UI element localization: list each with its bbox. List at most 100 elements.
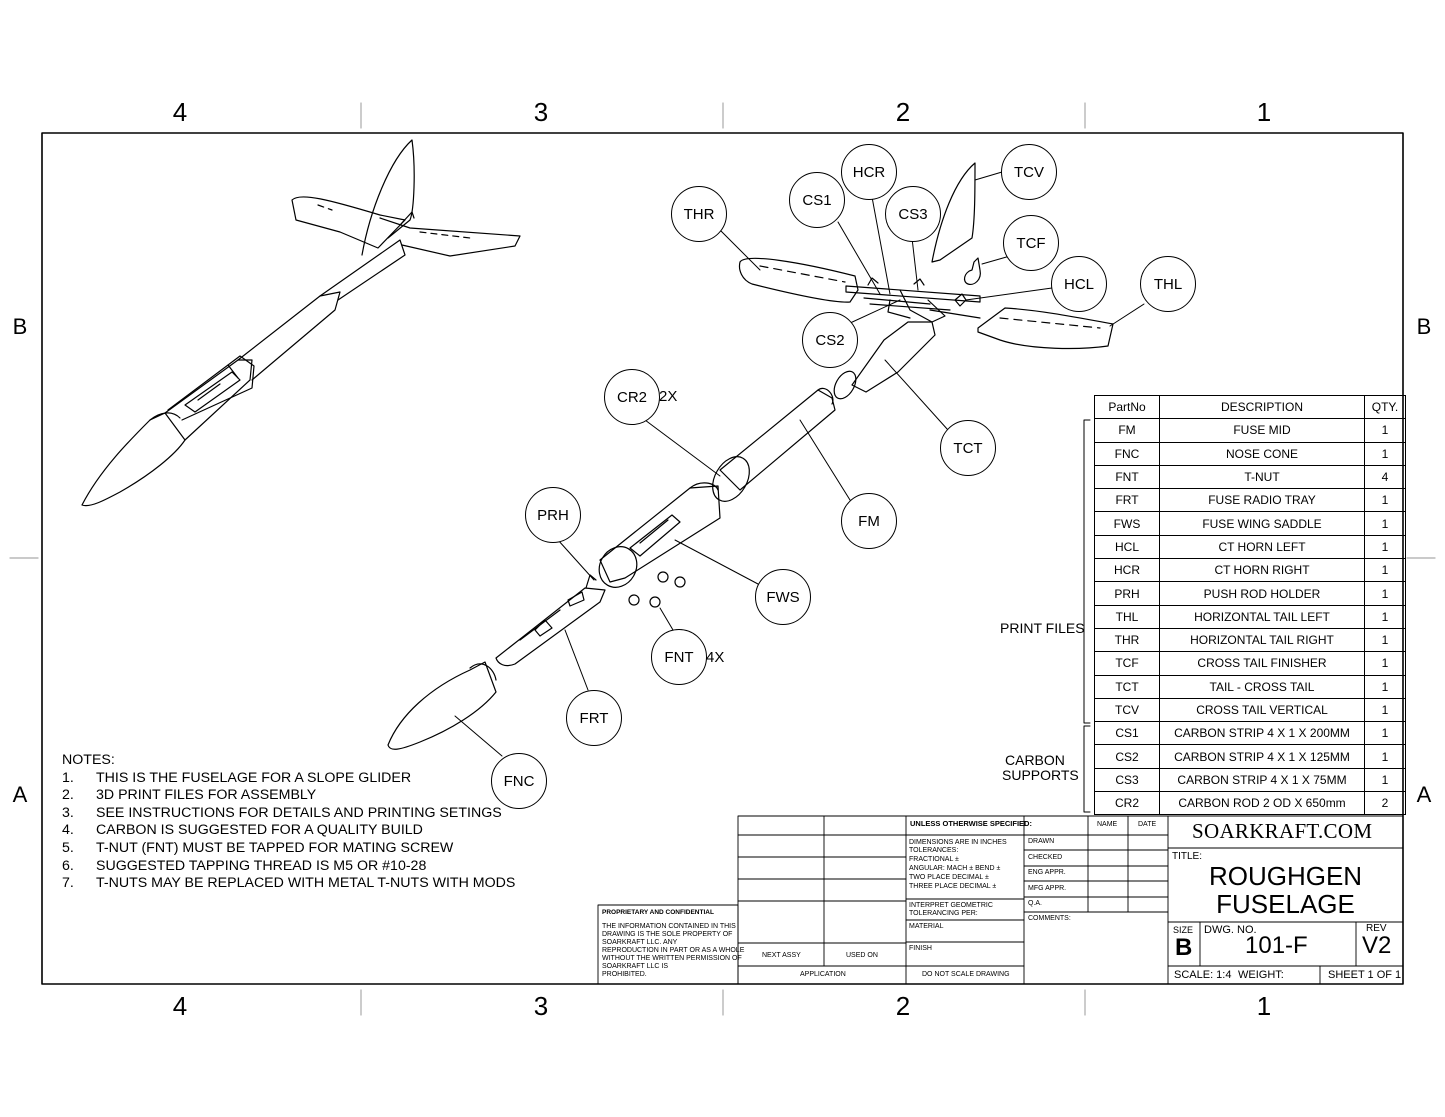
- zone-col-3-bottom: 3: [533, 991, 549, 1021]
- bom-cell-description: CARBON ROD 2 OD X 650mm: [1159, 791, 1365, 816]
- dimensions-note-1: DIMENSIONS ARE IN INCHES: [909, 839, 1007, 846]
- balloon-prh: PRH: [525, 487, 581, 543]
- bom-cell-partno: HCR: [1094, 558, 1160, 583]
- balloon-hcl: HCL: [1051, 256, 1107, 312]
- bom-cell-partno: PRH: [1094, 581, 1160, 606]
- bom-header-partno: PartNo: [1094, 394, 1160, 420]
- drawing-number: 101-F: [1245, 932, 1308, 959]
- t-nuts: [628, 571, 686, 608]
- notes-block: NOTES: 1.THIS IS THE FUSELAGE FOR A SLOP…: [62, 752, 515, 893]
- bom-cell-partno: FWS: [1094, 511, 1160, 536]
- bom-group-carbon-line2: SUPPORTS: [1002, 767, 1079, 783]
- note-text: T-NUTS MAY BE REPLACED WITH METAL T-NUTS…: [96, 875, 516, 892]
- balloon-tct: TCT: [940, 420, 996, 476]
- zone-col-2-top: 2: [895, 97, 911, 127]
- balloon-fws: FWS: [755, 569, 811, 625]
- unless-specified-label: UNLESS OTHERWISE SPECIFIED:: [910, 819, 1032, 828]
- balloon-hcr: HCR: [841, 144, 897, 200]
- zone-col-4-bottom: 4: [172, 991, 188, 1021]
- leader-lines: [454, 171, 1145, 757]
- comments-label: COMMENTS:: [1028, 915, 1071, 922]
- zone-col-2-bottom: 2: [895, 991, 911, 1021]
- bom-cell-partno: HCL: [1094, 534, 1160, 560]
- next-assy-label: NEXT ASSY: [762, 952, 801, 959]
- balloon-fm: FM: [841, 493, 897, 549]
- bom-cell-partno: CS2: [1094, 744, 1160, 769]
- bom-cell-qty: 1: [1364, 418, 1406, 443]
- drawn-label: DRAWN: [1028, 838, 1055, 845]
- bom-cell-description: TAIL - CROSS TAIL: [1159, 674, 1365, 699]
- sheet-number: SHEET 1 OF 1: [1328, 969, 1402, 981]
- bom-cell-qty: 1: [1364, 744, 1406, 769]
- mfg-appr-label: MFG APPR.: [1028, 885, 1067, 892]
- note-number: 4.: [62, 822, 74, 839]
- bom-header-qty: QTY.: [1364, 394, 1406, 420]
- bom-brackets: [1083, 419, 1091, 813]
- bom-cell-partno: FM: [1094, 418, 1160, 443]
- bom-cell-partno: TCT: [1094, 674, 1160, 699]
- bom-header-description: DESCRIPTION: [1159, 394, 1365, 420]
- note-text: THIS IS THE FUSELAGE FOR A SLOPE GLIDER: [96, 769, 412, 786]
- note-number: 3.: [62, 804, 74, 821]
- note-item: 4. CARBON IS SUGGESTED FOR A QUALITY BUIL…: [62, 822, 515, 840]
- eng-appr-label: ENG APPR.: [1028, 869, 1066, 876]
- bom-cell-description: PUSH ROD HOLDER: [1159, 581, 1365, 606]
- balloon-fnt: FNT: [651, 629, 707, 685]
- bom-cell-description: NOSE CONE: [1159, 441, 1365, 466]
- bom-cell-partno: CS3: [1094, 767, 1160, 793]
- application-label: APPLICATION: [800, 971, 846, 978]
- zone-row-a-left: A: [12, 782, 28, 807]
- geometric-tolerance-2: TOLERANCING PER:: [909, 910, 978, 917]
- geometric-tolerance-1: INTERPRET GEOMETRIC: [909, 902, 993, 909]
- bom-cell-partno: TCF: [1094, 651, 1160, 676]
- note-number: 5.: [62, 839, 74, 856]
- dwg-no-label: DWG. NO.: [1204, 924, 1257, 936]
- zone-row-b-right: B: [1416, 314, 1432, 339]
- balloon-cs1: CS1: [789, 172, 845, 228]
- zone-row-a-right: A: [1416, 782, 1432, 807]
- dimensions-note-3: FRACTIONAL ±: [909, 856, 959, 863]
- bom-header-row: PartNo DESCRIPTION QTY.: [1094, 394, 1406, 420]
- bom-cell-qty: 1: [1364, 488, 1406, 513]
- note-text: CARBON IS SUGGESTED FOR A QUALITY BUILD: [96, 822, 423, 839]
- date-column-label: DATE: [1138, 821, 1157, 828]
- bom-cell-partno: CR2: [1094, 791, 1160, 816]
- proprietary-line-1: THE INFORMATION CONTAINED IN THIS: [602, 923, 736, 930]
- checked-label: CHECKED: [1028, 854, 1063, 861]
- bom-cell-qty: 1: [1364, 534, 1406, 560]
- bom-cell-partno: THL: [1094, 604, 1160, 629]
- bom-cell-description: CARBON STRIP 4 X 1 X 75MM: [1159, 767, 1365, 793]
- weight-label: WEIGHT:: [1238, 969, 1284, 981]
- dimensions-note-5: TWO PLACE DECIMAL ±: [909, 874, 989, 881]
- company-name: SOARKRAFT.COM: [1192, 819, 1373, 843]
- dimensions-note-6: THREE PLACE DECIMAL ±: [909, 883, 997, 890]
- bom-cell-qty: 1: [1364, 581, 1406, 606]
- balloon-thr: THR: [671, 186, 727, 242]
- note-number: 6.: [62, 857, 74, 874]
- balloon-thl: THL: [1140, 256, 1196, 312]
- bom-cell-qty: 1: [1364, 441, 1406, 466]
- finish-label: FINISH: [909, 945, 932, 952]
- bom-cell-qty: 1: [1364, 697, 1406, 723]
- bom-cell-qty: 2: [1364, 791, 1406, 816]
- bom-cell-description: CT HORN LEFT: [1159, 534, 1365, 560]
- bom-cell-description: CROSS TAIL VERTICAL: [1159, 697, 1365, 723]
- zone-col-1-bottom: 1: [1256, 991, 1272, 1021]
- bom-cell-partno: FNC: [1094, 441, 1160, 466]
- bom-cell-description: CARBON STRIP 4 X 1 X 200MM: [1159, 721, 1365, 746]
- bom-cell-partno: CS1: [1094, 721, 1160, 746]
- bom-cell-description: HORIZONTAL TAIL LEFT: [1159, 604, 1365, 629]
- bom-cell-qty: 1: [1364, 674, 1406, 699]
- bom-cell-partno: FNT: [1094, 464, 1160, 490]
- balloon-frt: FRT: [566, 690, 622, 746]
- bom-cell-qty: 1: [1364, 627, 1406, 653]
- bom-cell-qty: 1: [1364, 767, 1406, 793]
